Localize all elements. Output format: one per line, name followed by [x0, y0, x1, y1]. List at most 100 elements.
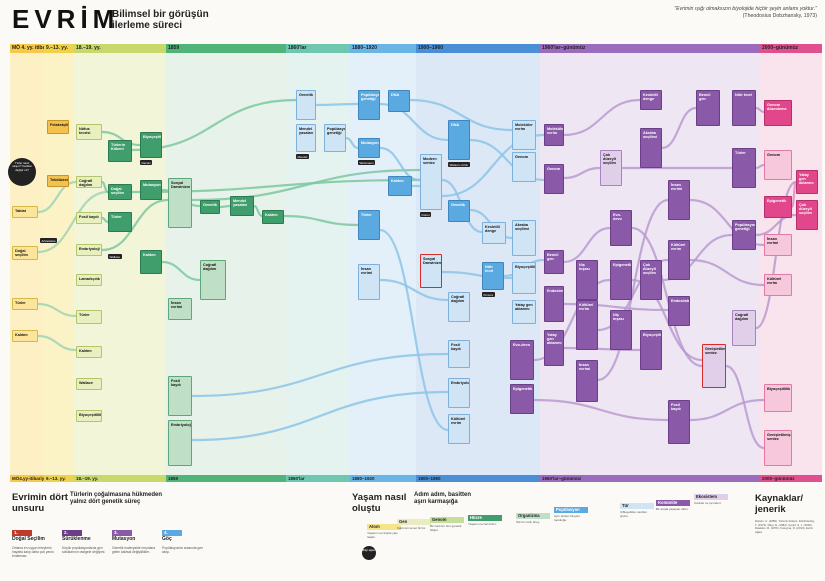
node-kultur-2000[interactable]: Kültürel evrim [764, 274, 792, 296]
node-label: Popülasyon genetiği [735, 222, 756, 231]
node-cesitlilik-2000[interactable]: Biyoçeşitlilik [764, 384, 792, 412]
mechanism-description: Küçük popülasyonlarda gen sıklıklarının … [62, 546, 106, 554]
node-evodevo-1960[interactable]: Evo-devo [510, 340, 534, 380]
node-kalitim-1880[interactable]: Kalıtım [388, 176, 412, 196]
node-label: Epigenetik [513, 386, 533, 391]
node-tabiat[interactable]: Tabiat [12, 206, 38, 218]
node-kimura[interactable]: Nötr teori [482, 262, 504, 290]
node-cesitlilik-1900[interactable]: Biyoçeşitlilik [512, 262, 536, 294]
node-insan-1960[interactable]: İnsan evrimi [576, 360, 598, 402]
node-cuvier[interactable]: Felaketçilik [47, 120, 69, 134]
node-sosyal-1859[interactable]: Sosyal Darwinizm [168, 178, 192, 228]
node-margulis[interactable]: Endosimbiyoz [544, 286, 564, 322]
node-sentez[interactable]: Modern sentez [420, 154, 442, 210]
node-epigenetik-1960[interactable]: Epigenetik [510, 384, 534, 414]
node-kultur-1960[interactable]: Kültürel evrim [576, 300, 598, 350]
node-cografya-1859[interactable]: Coğrafi dağılım [200, 260, 226, 300]
node-lamarck[interactable]: Lamarkçılık [76, 274, 102, 286]
node-malthus[interactable]: Nüfus teorisi [76, 124, 102, 140]
node-kultur-1900[interactable]: Kültürel evrim [448, 414, 470, 444]
node-darwin[interactable]: Türlerin Kökeni [108, 140, 132, 162]
node-genom[interactable]: Genom [544, 164, 564, 194]
node-gould-late[interactable]: Kesintili denge [640, 90, 662, 110]
node-populasyon[interactable]: Popülasyon genetiği [358, 90, 380, 120]
node-weismann[interactable]: Kalıtım [262, 210, 284, 224]
node-fosil-1859[interactable]: Fosil kaydı [168, 376, 192, 416]
level-item: Tür [620, 503, 654, 509]
node-extended[interactable]: Genişletilmiş sentez [702, 344, 726, 388]
node-coklu[interactable]: Çok düzeyli seçilim [640, 260, 662, 300]
node-insan-2000[interactable]: İnsan evrimi [764, 234, 792, 256]
node-cografya-late[interactable]: Coğrafi dağılım [732, 310, 756, 346]
node-genetik-1859[interactable]: Genetik [200, 200, 220, 214]
node-genom-2000[interactable]: Genom [764, 150, 792, 180]
node-fosil[interactable]: Fosil kaydı [76, 212, 102, 224]
node-crispr[interactable]: Genom düzenleme [764, 100, 792, 126]
node-kalitim-early[interactable]: Kalıtım [12, 330, 38, 342]
node-fosil-late[interactable]: Fosil kaydı [668, 400, 690, 444]
node-dogal-secilim-early[interactable]: Doğal seçilim [12, 246, 38, 260]
node-kalitim-1800[interactable]: Kalıtım [76, 346, 102, 358]
node-mendel-1860[interactable]: Mendel yasaları [296, 124, 316, 152]
node-hamilton-1900[interactable]: Akraba seçilimi [512, 220, 536, 256]
node-tur-early[interactable]: Türler [12, 298, 38, 310]
node-nisan-1960[interactable]: Niş inşası [576, 260, 598, 300]
node-tur-1880[interactable]: Türler [358, 210, 380, 240]
node-hgt-2000[interactable]: Yatay gen aktarımı [796, 170, 818, 194]
node-ortak-ata[interactable]: Biyoçeşitlilik [140, 132, 162, 158]
node-dna-1880[interactable]: DNA [388, 90, 410, 112]
node-insan-1880[interactable]: İnsan evrimi [358, 264, 380, 300]
person-label: Darwin [140, 160, 153, 165]
node-molekuler[interactable]: Moleküler evrim [544, 124, 564, 146]
node-genom-1900[interactable]: Genom [512, 152, 536, 182]
node-gould[interactable]: Kesintili denge [482, 222, 506, 244]
node-hamilton[interactable]: Akraba seçilimi [640, 128, 662, 168]
node-margulis-late[interactable]: Endosimbiyoz [668, 296, 690, 326]
node-insan[interactable]: İnsan evrimi [668, 180, 690, 220]
node-embriyo[interactable]: Embriyoloji [76, 244, 102, 256]
node-tur-late[interactable]: Türler [732, 148, 756, 188]
node-populasyon-1860[interactable]: Popülasyon genetiği [324, 124, 346, 152]
node-dna[interactable]: DNA [448, 120, 470, 160]
node-coklu-1960[interactable]: Çok düzeyli seçilim [600, 150, 622, 186]
node-insan-1859[interactable]: İnsan evrimi [168, 298, 192, 320]
node-label: Coğrafi dağılım [203, 262, 217, 271]
node-mutasyon-1880[interactable]: Mutasyon [358, 138, 380, 158]
era-footer: 1860'lar [286, 475, 350, 482]
node-tur-1800[interactable]: Türler [76, 310, 102, 324]
node-hgt[interactable]: Yatay gen aktarımı [544, 330, 564, 366]
node-hgt-1900[interactable]: Yatay gen aktarımı [512, 300, 536, 324]
node-mutasyon-1859[interactable]: Mutasyon [140, 180, 162, 200]
node-genetik-1860[interactable]: Genetik [296, 90, 316, 120]
node-extended-2000[interactable]: Genişletilmiş sentez [764, 430, 792, 466]
node-kultur[interactable]: Kültürel evrim [668, 240, 690, 280]
node-molekuler-1900[interactable]: Moleküler evrim [512, 120, 536, 150]
node-embriyo-1900[interactable]: Embriyoloji [448, 378, 470, 408]
node-hutton[interactable]: Tekdüzecilik [47, 175, 69, 187]
node-kimura-late[interactable]: Nötr teori [732, 90, 756, 126]
node-dawkins[interactable]: Bencil gen [544, 250, 564, 274]
node-cografi-turlesme[interactable]: Coğrafi dağılım [448, 292, 470, 322]
node-kalitim-1859[interactable]: Kalıtım [140, 250, 162, 274]
node-label: Mutasyon [143, 182, 161, 187]
node-fosil-1900[interactable]: Fosil kaydı [448, 340, 470, 368]
node-cografya[interactable]: Coğrafi dağılım [76, 176, 102, 188]
node-evodevo[interactable]: Evo-devo [610, 210, 632, 246]
node-label: Evo-devo [513, 342, 531, 347]
node-coklu-2000[interactable]: Çok düzeyli seçilim [796, 200, 818, 230]
node-dawkins-late[interactable]: Bencil gen [696, 90, 720, 126]
node-dogal-secilim[interactable]: Doğal seçilim [108, 184, 132, 200]
node-nisan[interactable]: Niş inşası [610, 310, 632, 350]
node-mendel[interactable]: Mendel yasaları [230, 196, 254, 216]
node-cesitlilik-late[interactable]: Biyoçeşitlilik [640, 330, 662, 370]
node-epigenetik-2000[interactable]: Epigenetik [764, 196, 792, 218]
node-label: Çok düzeyli seçilim [603, 152, 616, 166]
node-genetik-1900[interactable]: Genetik [448, 200, 470, 222]
node-epigenetik[interactable]: Epigenetik [610, 260, 632, 300]
node-biyocesitlilik-early[interactable]: Biyoçeşitlilik [76, 410, 102, 422]
node-embriyo-1859[interactable]: Embriyoloji [168, 420, 192, 466]
node-wallace[interactable]: Wallace [76, 378, 102, 390]
node-populasyon-late[interactable]: Popülasyon genetiği [732, 220, 756, 250]
node-sosyal-darwinizm[interactable]: Sosyal Darwinizm [420, 254, 442, 288]
node-tur-darwin[interactable]: Türler [108, 212, 132, 232]
